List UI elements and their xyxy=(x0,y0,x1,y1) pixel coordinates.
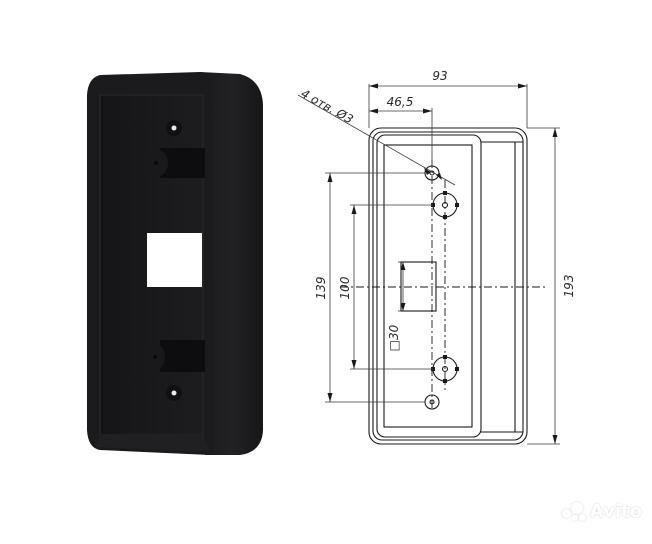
product-photo xyxy=(0,0,300,540)
watermark-label: Avito xyxy=(589,501,642,522)
dim-holes-note: 4 отв. Ø3 xyxy=(299,86,356,126)
dim-inner-hole-spacing: 100 xyxy=(338,276,352,299)
outline-outer xyxy=(368,127,528,445)
outline-inner xyxy=(383,144,473,428)
avito-logo-icon xyxy=(561,501,586,522)
dimension-drawing: 93 46,5 4 отв. Ø3 139 100 □30 193 xyxy=(297,69,576,445)
boss-bottom xyxy=(160,340,205,372)
dim-half-width: 46,5 xyxy=(387,95,414,109)
outline-frame xyxy=(376,134,482,438)
dim-overall-height: 193 xyxy=(562,275,576,298)
square-cutout xyxy=(147,233,202,287)
box-side xyxy=(200,72,263,455)
dim-overall-width: 93 xyxy=(432,69,447,83)
dim-square-cutout: □30 xyxy=(387,324,401,351)
dim-outer-hole-spacing: 139 xyxy=(314,277,328,300)
avito-watermark: Avito xyxy=(561,501,642,522)
mounting-box-illustration xyxy=(87,72,263,455)
technical-drawing: 93 46,5 4 отв. Ø3 139 100 □30 193 xyxy=(280,0,652,540)
square-cutout-outline xyxy=(400,261,437,312)
